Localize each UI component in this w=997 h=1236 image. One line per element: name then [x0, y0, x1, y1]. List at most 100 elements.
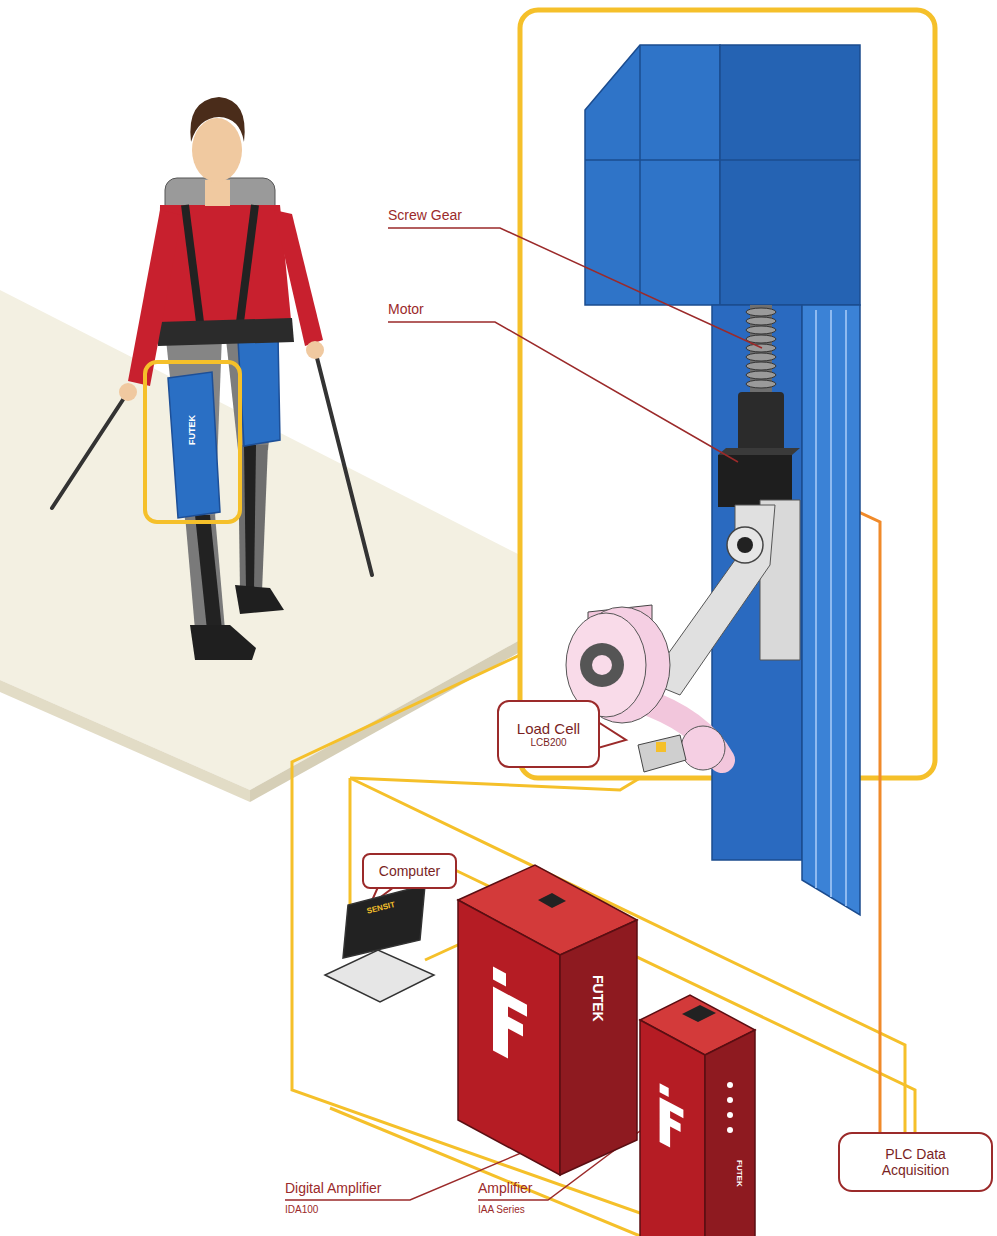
- person-figure: [185, 205, 200, 322]
- actuator-housing: [585, 45, 720, 305]
- digital-amplifier: [458, 900, 560, 1175]
- actuator-housing: [830, 310, 832, 897]
- amplifier: [640, 995, 755, 1236]
- actuator-housing: [802, 305, 860, 915]
- amplifier: [727, 1082, 733, 1088]
- motor: [718, 448, 800, 455]
- leader-line: [388, 322, 738, 462]
- amplifier: [660, 1083, 684, 1154]
- screw-gear: [746, 317, 776, 325]
- digital-amplifier: [458, 865, 637, 1175]
- brand-mark: FUTEK: [188, 415, 198, 445]
- person-figure: [315, 350, 372, 575]
- part-label: Amplifier: [478, 1181, 532, 1196]
- amplifier: [660, 1097, 684, 1154]
- person-figure: [306, 341, 324, 359]
- screw-gear: [746, 308, 776, 316]
- screw-gear: [746, 371, 776, 379]
- part-label: Screw Gear: [388, 208, 462, 223]
- screw-gear: [746, 335, 776, 343]
- screw-gear: [746, 362, 776, 370]
- person-figure: [235, 585, 284, 614]
- linkage-bracket: [737, 537, 753, 553]
- person-figure: [190, 625, 256, 660]
- person-figure: [165, 330, 222, 520]
- digital-amplifier: [493, 967, 506, 987]
- person-figure: [185, 515, 225, 630]
- person-figure: [168, 372, 220, 518]
- digital-amplifier: [538, 893, 566, 908]
- person-figure: [195, 515, 222, 630]
- linkage-bracket: [727, 527, 763, 563]
- motor: [718, 455, 792, 507]
- person-figure: [244, 445, 256, 590]
- amplifier: [640, 1020, 705, 1236]
- leader-line: [388, 228, 762, 348]
- person-figure: [225, 330, 280, 450]
- load-cell: [638, 735, 686, 772]
- person-figure: [190, 97, 244, 142]
- screw-gear: [746, 326, 776, 334]
- person-figure: [240, 205, 255, 322]
- model-number: IDA100: [285, 1204, 318, 1215]
- brand-mark: FUTEK: [590, 975, 605, 1022]
- person-figure: [205, 180, 230, 206]
- amplifier: [727, 1127, 733, 1133]
- leader-line: [285, 1145, 540, 1200]
- amplifier: [705, 1030, 755, 1236]
- actuator-housing: [720, 45, 860, 305]
- amplifier: [727, 1097, 733, 1103]
- knee-joint: [592, 655, 612, 675]
- person-figure: [158, 318, 294, 346]
- laptop: [325, 885, 434, 1002]
- actuator-housing: [585, 45, 860, 915]
- node-title: PLC Data Acquisition: [840, 1146, 991, 1178]
- node-subtitle: LCB200: [520, 737, 576, 749]
- wire: [350, 778, 640, 790]
- person-figure: [238, 445, 268, 592]
- person-figure: [52, 392, 128, 508]
- part-label: Motor: [388, 302, 424, 317]
- callout-pointer: [598, 722, 626, 748]
- person-figure: [192, 118, 242, 182]
- floor: [0, 680, 250, 802]
- linkage-bracket: [648, 500, 800, 695]
- actuator-housing: [815, 310, 817, 888]
- digital-amplifier: [493, 987, 527, 1069]
- actuator-housing: [639, 45, 641, 305]
- screw-gear: [746, 380, 776, 388]
- knee-joint: [580, 643, 624, 687]
- model-number: IAA Series: [478, 1204, 525, 1215]
- amplifier: [660, 1083, 669, 1097]
- screw-gear: [746, 353, 776, 361]
- person-figure: [274, 210, 323, 346]
- person-figure: [238, 336, 280, 446]
- brand-mark: FUTEK: [734, 1160, 743, 1187]
- node-title: Load Cell: [507, 720, 590, 737]
- laptop: [325, 950, 434, 1002]
- amplifier: [682, 1005, 716, 1022]
- person-figure: [119, 383, 137, 401]
- screw-gear: [746, 305, 776, 400]
- actuator-housing: [845, 310, 847, 906]
- node-title: Computer: [369, 863, 450, 879]
- person-figure: [145, 362, 240, 522]
- load-cell: [656, 742, 666, 752]
- digital-amplifier: [493, 967, 527, 1069]
- amplifier: [727, 1112, 733, 1118]
- person-figure: [128, 210, 182, 386]
- person-figure: [52, 97, 372, 660]
- callout-box: Computer: [362, 853, 457, 889]
- laptop: [343, 885, 425, 958]
- terminal-box: PLC Data Acquisition: [838, 1132, 993, 1192]
- knee-joint: [681, 726, 725, 770]
- part-label: Digital Amplifier: [285, 1181, 381, 1196]
- digital-amplifier: [560, 920, 637, 1175]
- actuator-housing: [585, 159, 860, 161]
- load-cell: [638, 735, 686, 772]
- callout-box: Load CellLCB200: [497, 700, 600, 768]
- motor: [718, 392, 800, 507]
- floor: [0, 290, 520, 802]
